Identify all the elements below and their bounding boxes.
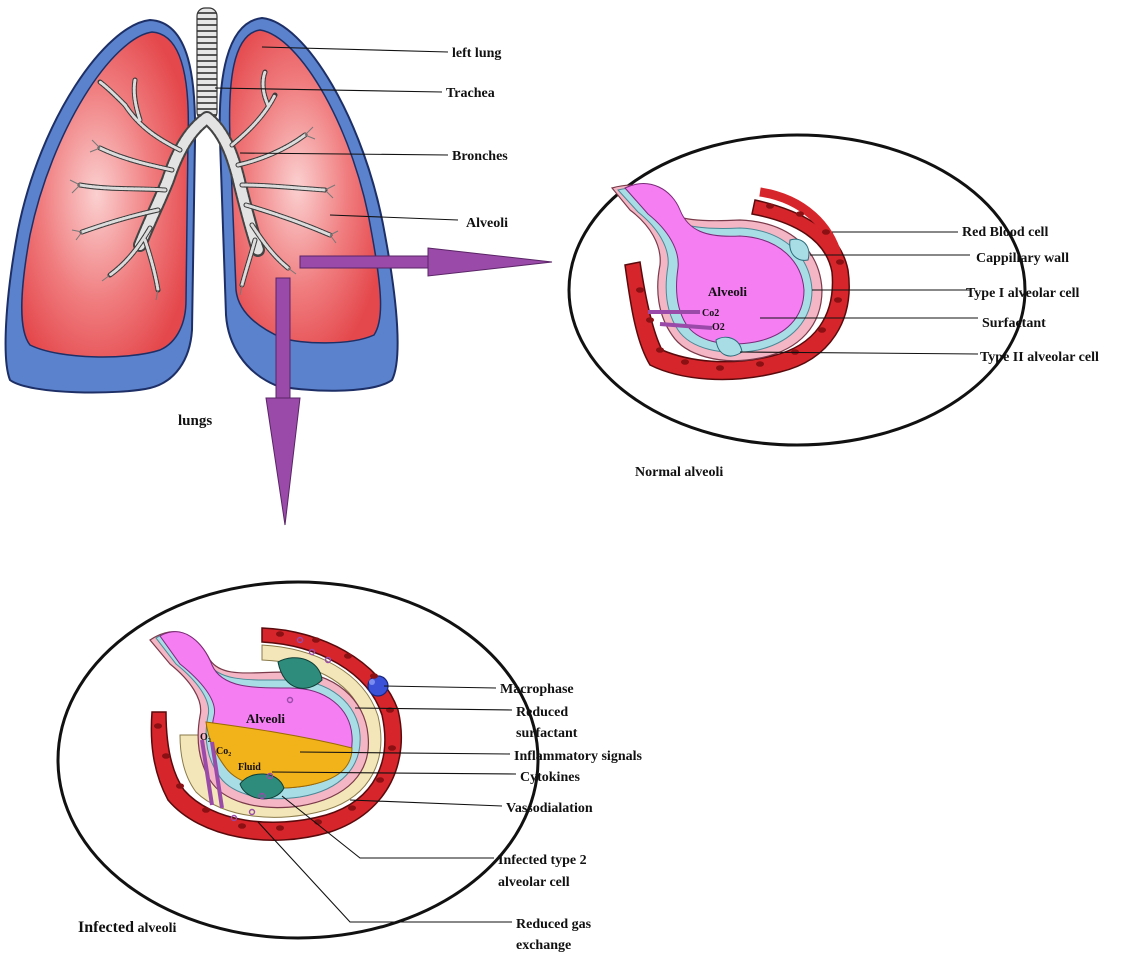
label-trachea: Trachea [446, 86, 495, 101]
label-surfactant: Surfactant [982, 316, 1046, 331]
normal-center-label: Alveoli [708, 284, 747, 299]
rbc-dot [656, 347, 664, 353]
caption-infected-alveoli: Infected alveoli [78, 919, 176, 936]
infected-fluid-label: Fluid [238, 762, 261, 773]
label-infected-type2-2: alveolar cell [498, 875, 570, 890]
rbc-dot [276, 825, 284, 831]
rbc-dot [388, 745, 396, 751]
infected-alveoli-panel [58, 582, 538, 938]
rbc-dot [766, 203, 774, 209]
rbc-dot [176, 783, 184, 789]
label-type2: Type II alveolar cell [980, 350, 1099, 365]
label-red-blood-cell: Red Blood cell [962, 225, 1048, 240]
infected-center-label: Alveoli [246, 711, 285, 726]
rbc-dot [376, 777, 384, 783]
lungs-illustration [6, 8, 398, 393]
rbc-dot [344, 653, 352, 659]
label-bronches: Bronches [452, 149, 508, 164]
rbc-dot [276, 631, 284, 637]
normal-co2: Co2 [702, 308, 719, 319]
label-reduced-gas-2: exchange [516, 938, 571, 953]
rbc-dot [756, 361, 764, 367]
caption-normal-alveoli: Normal alveoli [635, 465, 723, 480]
infected-co2: Co₂ [216, 746, 231, 757]
rbc-dot [370, 673, 378, 679]
label-alveoli-lung: Alveoli [466, 216, 508, 231]
infected-o2: O₂ [200, 732, 211, 743]
label-infected-type2-1: Infected type 2 [498, 853, 587, 868]
rbc-dot [818, 327, 826, 333]
trachea-shape [197, 8, 217, 120]
rbc-dot [834, 297, 842, 303]
rbc-dot [822, 229, 830, 235]
rbc-dot [636, 287, 644, 293]
rbc-dot [348, 805, 356, 811]
label-capillary-wall: Cappillary wall [976, 251, 1069, 266]
rbc-dot [646, 317, 654, 323]
label-reduced-surfactant-2: surfactant [516, 726, 578, 741]
caption-infected-rest: alveoli [134, 921, 176, 936]
label-type1: Type I alveolar cell [966, 286, 1080, 301]
rbc-dot [312, 637, 320, 643]
rbc-dot [716, 365, 724, 371]
rbc-dot [162, 753, 170, 759]
rbc-dot [796, 211, 804, 217]
label-macrophase: Macrophase [500, 682, 574, 697]
label-cytokines: Cytokines [520, 770, 580, 785]
label-left-lung: left lung [452, 46, 501, 61]
label-reduced-gas-1: Reduced gas [516, 917, 592, 932]
rbc-dot [681, 359, 689, 365]
rbc-dot [154, 723, 162, 729]
normal-o2: O2 [712, 322, 725, 333]
label-reduced-surfactant-1: Reduced [516, 705, 568, 720]
caption-infected-bold: Infected [78, 919, 134, 936]
rbc-dot [202, 807, 210, 813]
rbc-dot [836, 259, 844, 265]
rbc-dot [238, 823, 246, 829]
caption-lungs: lungs [178, 413, 212, 429]
label-vasso: Vassodialation [506, 801, 593, 816]
label-inflammatory: Inflammatory signals [514, 749, 643, 764]
